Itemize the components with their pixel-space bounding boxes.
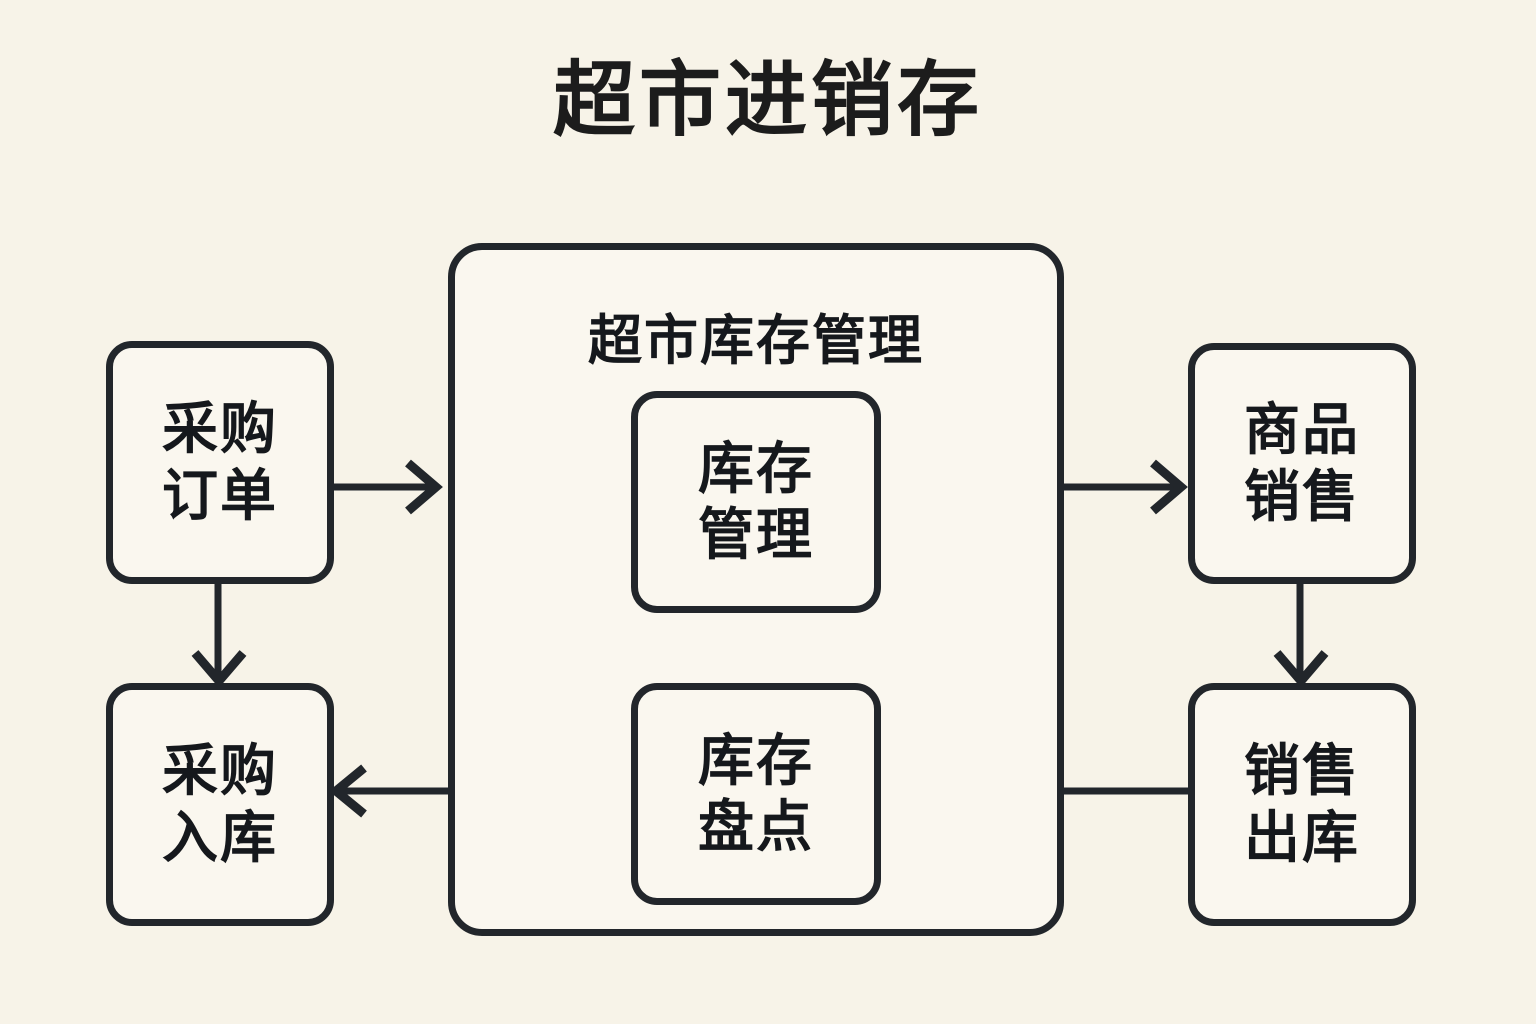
node-purchase-order-label: 采购 订单	[162, 397, 278, 527]
node-product-sales[interactable]: 商品 销售	[1188, 343, 1416, 584]
node-sales-outbound-label: 销售 出库	[1244, 739, 1360, 869]
arrowhead-left-inbound	[328, 764, 367, 818]
group-warehouse-label: 超市库存管理	[588, 311, 924, 371]
node-inventory-check[interactable]: 库存 盘点	[631, 683, 881, 905]
node-purchase-order[interactable]: 采购 订单	[106, 341, 334, 584]
node-inventory-check-label: 库存 盘点	[698, 728, 814, 858]
node-inventory-management-label: 库存 管理	[698, 436, 814, 566]
arrowhead-down-inbound	[191, 650, 247, 688]
node-sales-outbound[interactable]: 销售 出库	[1188, 683, 1416, 926]
arrowhead-right-warehouse	[405, 459, 443, 515]
node-product-sales-label: 商品 销售	[1244, 398, 1360, 528]
node-purchase-inbound-label: 采购 入库	[162, 739, 278, 869]
arrowhead-down-outbound	[1273, 650, 1329, 688]
node-inventory-management[interactable]: 库存 管理	[631, 391, 881, 613]
node-purchase-inbound[interactable]: 采购 入库	[106, 683, 334, 926]
arrowhead-right-sales	[1150, 459, 1188, 515]
page-title: 超市进销存	[552, 55, 983, 146]
